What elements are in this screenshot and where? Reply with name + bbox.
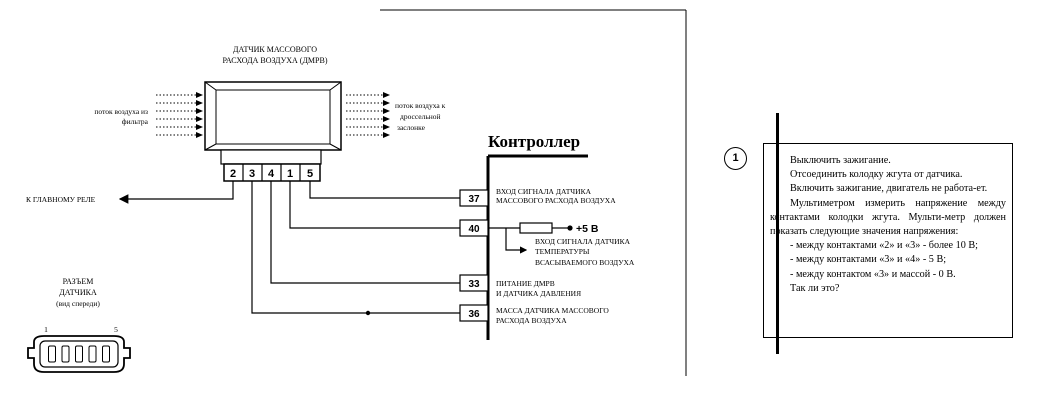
instruction-line: - между контактами «2» и «3» - более 10 … <box>790 240 978 252</box>
relay-label: К ГЛАВНОМУ РЕЛЕ <box>26 195 96 204</box>
airflow-to-label-line2: дроссельной <box>400 112 441 121</box>
airflow-arrowhead <box>196 132 203 138</box>
pullup-resistor <box>488 222 573 254</box>
sensor-pin-label: 4 <box>268 168 275 180</box>
connector-pin-right-label: 5 <box>114 325 118 334</box>
terminal-33: 33 <box>459 274 489 292</box>
airflow-from-label-line2: фильтра <box>122 117 149 126</box>
connector-title-line2: ДАТЧИКА <box>59 288 97 297</box>
instruction-line: Включить зажигание, двигатель не работа-… <box>790 183 988 195</box>
terminal-40-desc-line1: ВХОД СИГНАЛА ДАТЧИКА <box>535 237 631 246</box>
terminal-36-desc-line1: МАССА ДАТЧИКА МАССОВОГО <box>496 306 609 315</box>
sensor-pin-block: 2 3 4 1 5 <box>223 163 321 182</box>
sensor-title-line2: РАСХОДА ВОЗДУХА (ДМРВ) <box>222 56 327 65</box>
terminal-36-desc-line2: РАСХОДА ВОЗДУХА <box>496 316 567 325</box>
supply-voltage-label: +5 В <box>576 223 599 235</box>
connector-slot <box>75 345 83 363</box>
airflow-arrowhead <box>196 100 203 106</box>
instruction-line: Отсоединить колодку жгута от датчика. <box>790 169 963 181</box>
connector-slot <box>48 345 56 363</box>
airflow-from-label-line1: поток воздуха из <box>94 107 148 116</box>
sensor-pin-label: 3 <box>249 168 255 180</box>
terminal-33-desc-line1: ПИТАНИЕ ДМРВ <box>496 279 555 288</box>
airflow-arrowhead <box>383 108 390 114</box>
terminal-number: 37 <box>468 194 480 205</box>
connector-slot <box>61 345 70 363</box>
instruction-line: Мультиметром измерить напряжение между к… <box>770 197 1006 238</box>
instruction-box: Выключить зажигание. Отсоединить колодку… <box>763 143 1013 338</box>
terminal-37: 37 <box>459 189 489 207</box>
airflow-arrowhead <box>196 116 203 122</box>
step-number-badge: 1 <box>724 147 747 170</box>
terminal-37-desc-line1: ВХОД СИГНАЛА ДАТЧИКА <box>496 187 592 196</box>
wires <box>118 181 460 314</box>
connector-pin-left-label: 1 <box>44 325 48 334</box>
connector-title-line3: (вид спереди) <box>56 299 100 308</box>
instruction-line: - между контактами «3» и «4» - 5 В; <box>790 254 947 266</box>
terminal-40-desc-line2: ТЕМПЕРАТУРЫ <box>535 247 590 256</box>
sensor-pin-label: 1 <box>287 168 293 180</box>
maf-sensor-body <box>204 81 342 165</box>
connector-title-line1: РАЗЪЕМ <box>63 277 94 286</box>
airflow-to-label-line1: поток воздуха к <box>395 101 446 110</box>
airflow-arrowhead <box>383 132 390 138</box>
airflow-to-label-line3: заслонке <box>397 123 426 132</box>
airflow-in-arrows <box>156 92 203 138</box>
sensor-pin-label: 5 <box>307 168 313 180</box>
airflow-arrowhead <box>196 108 203 114</box>
terminal-37-desc-line2: МАССОВОГО РАСХОДА ВОЗДУХА <box>496 196 616 205</box>
instruction-line: Выключить зажигание. <box>790 155 891 166</box>
connector-front-view <box>27 335 131 373</box>
airflow-arrowhead <box>383 92 390 98</box>
terminal-36: 36 <box>459 304 489 322</box>
airflow-arrowhead <box>383 124 390 130</box>
terminal-number: 33 <box>468 279 480 290</box>
terminal-40-desc-line3: ВСАСЫВАЕМОГО ВОЗДУХА <box>535 258 635 267</box>
airflow-arrowhead <box>196 92 203 98</box>
airflow-arrowhead <box>196 124 203 130</box>
terminal-number: 36 <box>468 309 480 320</box>
airflow-out-arrows <box>346 92 390 138</box>
connector-slot <box>102 345 110 363</box>
terminal-40: 40 <box>459 219 489 237</box>
airflow-arrowhead <box>383 116 390 122</box>
terminal-number: 40 <box>468 224 480 235</box>
airflow-arrowhead <box>383 100 390 106</box>
wire-junction-dot <box>365 310 371 316</box>
flow-line <box>776 113 779 354</box>
terminal-33-desc-line2: И ДАТЧИКА ДАВЛЕНИЯ <box>496 289 581 298</box>
sensor-title-line1: ДАТЧИК МАССОВОГО <box>233 45 317 54</box>
sensor-pin-label: 2 <box>230 168 236 180</box>
connector-slot <box>88 345 97 363</box>
instruction-line: - между контактом «3» и массой - 0 В. <box>790 268 956 280</box>
controller-title: Контроллер <box>488 132 580 151</box>
instruction-question: Так ли это? <box>790 282 840 294</box>
